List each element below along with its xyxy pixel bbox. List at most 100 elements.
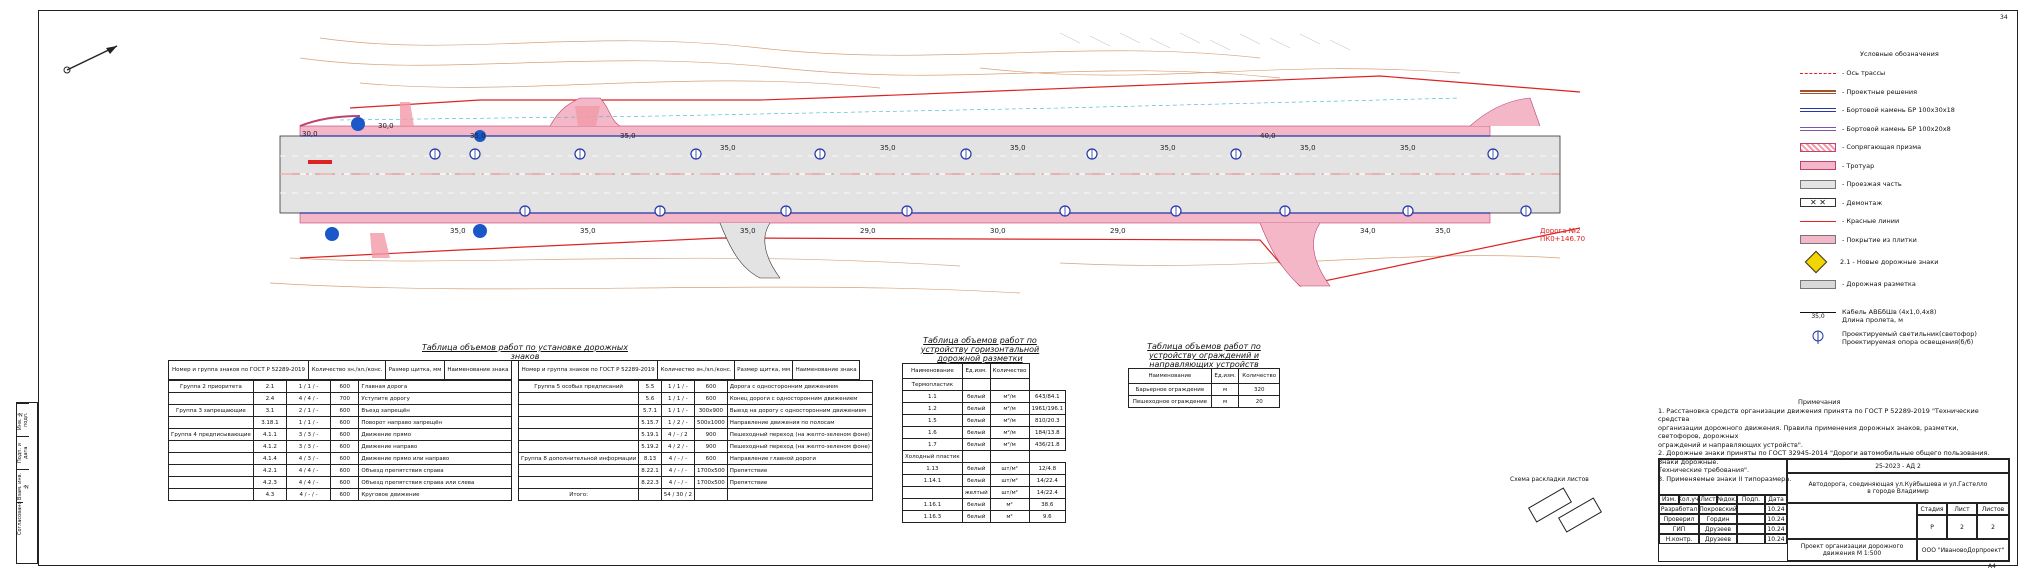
legend-item: - Красные линии xyxy=(1842,217,1900,226)
table-cell: 500х1000 xyxy=(693,416,728,429)
svg-text:35,0: 35,0 xyxy=(620,132,636,140)
table-cell: 3.1 xyxy=(252,404,288,417)
table-cell: Направление главной дороги xyxy=(726,452,873,465)
table-cell: белый xyxy=(961,474,991,487)
table-cell: 5.5 xyxy=(638,380,662,393)
table-cell: 4.1.2 xyxy=(252,440,288,453)
table-cell: шт/м² xyxy=(989,486,1030,499)
signs-table-2: Номер и группа знаков по ГОСТ Р 52289-20… xyxy=(517,360,860,380)
svg-text:35,0: 35,0 xyxy=(740,227,756,235)
svg-text:35,0: 35,0 xyxy=(880,144,896,152)
warning-sign-icon xyxy=(1804,250,1828,274)
note-line: 3. Применяемые знаки II типоразмера. xyxy=(1658,474,1792,483)
table-cell: 3 / 3 / - xyxy=(286,428,332,441)
signs-table-title: Таблица объемов работ по установке дорож… xyxy=(422,343,628,361)
table-cell: 14/22.4 xyxy=(1028,474,1067,487)
sheets-label: Листов xyxy=(1977,503,2009,515)
table-cell: 4 / - / - xyxy=(286,488,332,501)
schema-label: Схема раскладки листов xyxy=(1510,476,1589,483)
table-cell: Поворот направо запрещён xyxy=(358,416,512,429)
table-cell: 1961/196.1 xyxy=(1028,402,1067,415)
table-cell: Движение прямо xyxy=(358,428,512,441)
table-cell: 643/84.1 xyxy=(1028,390,1067,403)
table-cell: белый xyxy=(961,510,991,523)
stage-label: Стадия xyxy=(1917,503,1947,515)
table-cell: 600 xyxy=(693,392,728,405)
table-cell: 4 / 3 / - xyxy=(286,452,332,465)
table-cell: 38.6 xyxy=(1028,498,1067,511)
drawing-sheet xyxy=(38,10,2018,566)
table-cell: белый xyxy=(961,498,991,511)
table-cell: белый xyxy=(961,402,991,415)
table-cell: желтый xyxy=(961,486,991,499)
table-cell xyxy=(517,392,640,405)
table-cell: 600 xyxy=(693,380,728,393)
table-cell: Группа 8 дополнительной информации xyxy=(517,452,640,465)
svg-text:29,0: 29,0 xyxy=(860,227,876,235)
table-cell xyxy=(168,392,254,405)
table-cell: м²/м xyxy=(989,426,1030,439)
table-cell: 2.1 xyxy=(252,380,288,393)
table-cell: 600 xyxy=(330,464,360,477)
table-cell: 9.6 xyxy=(1028,510,1067,523)
table-cell: м²/м xyxy=(989,390,1030,403)
table-cell: 20 xyxy=(1238,395,1280,408)
table-cell xyxy=(989,378,1030,391)
table-cell: м² xyxy=(989,510,1030,523)
table-cell: 600 xyxy=(330,440,360,453)
table-cell xyxy=(517,416,640,429)
table-cell: 600 xyxy=(693,452,728,465)
table-cell: Направление движения по полосам xyxy=(726,416,873,429)
table-cell: 436/21.8 xyxy=(1028,438,1067,451)
cable-sub: Длина пролета, м xyxy=(1842,315,1904,324)
table-cell: м²/м xyxy=(989,414,1030,427)
table-cell xyxy=(168,452,254,465)
table-cell: м xyxy=(1210,395,1240,408)
table-cell: 1 / 1 / - xyxy=(286,380,332,393)
legend-item: - Бортовой камень БР 100х20х8 xyxy=(1842,124,1951,133)
fence-table-title: Таблица объемов работ по устройству огра… xyxy=(1147,342,1261,369)
cable-label: Кабель АВБбШв (4х1,0,4х8) xyxy=(1842,307,1937,316)
north-arrow-icon xyxy=(63,45,118,74)
table-cell: белый xyxy=(961,426,991,439)
hatched-area xyxy=(1059,32,1351,51)
table-cell: 300х900 xyxy=(693,404,728,417)
table-cell: 2.4 xyxy=(252,392,288,405)
svg-text:35,0: 35,0 xyxy=(450,227,466,235)
legend-item: - Дорожная разметка xyxy=(1842,280,1916,289)
table-cell xyxy=(517,404,640,417)
table-cell: 14/22.4 xyxy=(1028,486,1067,499)
table-cell xyxy=(638,488,662,501)
table-cell: 5.19.2 xyxy=(638,440,662,453)
table-cell xyxy=(168,488,254,501)
table-cell: Термопластик xyxy=(902,378,963,391)
table-cell: шт/м² xyxy=(989,474,1030,487)
table-cell: Уступите дорогу xyxy=(358,392,512,405)
terrain-contours xyxy=(269,37,1561,294)
table-cell: Объезд препятствия справа xyxy=(358,464,512,477)
svg-text:30,0: 30,0 xyxy=(990,227,1006,235)
legend-item: - Покрытие из плитки xyxy=(1842,235,1917,244)
table-cell: 1.5 xyxy=(902,414,963,427)
table-cell xyxy=(989,450,1030,463)
road-plan: 30,0 35,0 35,0 35,0 35,0 30,0 29,0 35,0 … xyxy=(269,32,1585,294)
table-cell: Выезд на дорогу с односторонним движение… xyxy=(726,404,873,417)
table-cell: 1 / 1 / - xyxy=(660,404,695,417)
table-cell: 1 / 1 / - xyxy=(660,392,695,405)
table-cell: 1700х500 xyxy=(693,476,728,489)
signs-table: Номер и группа знаков по ГОСТ Р 52289-20… xyxy=(167,360,513,380)
stage-value: Р xyxy=(1917,515,1947,539)
table-cell: Конец дороги с односторонним движением xyxy=(726,392,873,405)
